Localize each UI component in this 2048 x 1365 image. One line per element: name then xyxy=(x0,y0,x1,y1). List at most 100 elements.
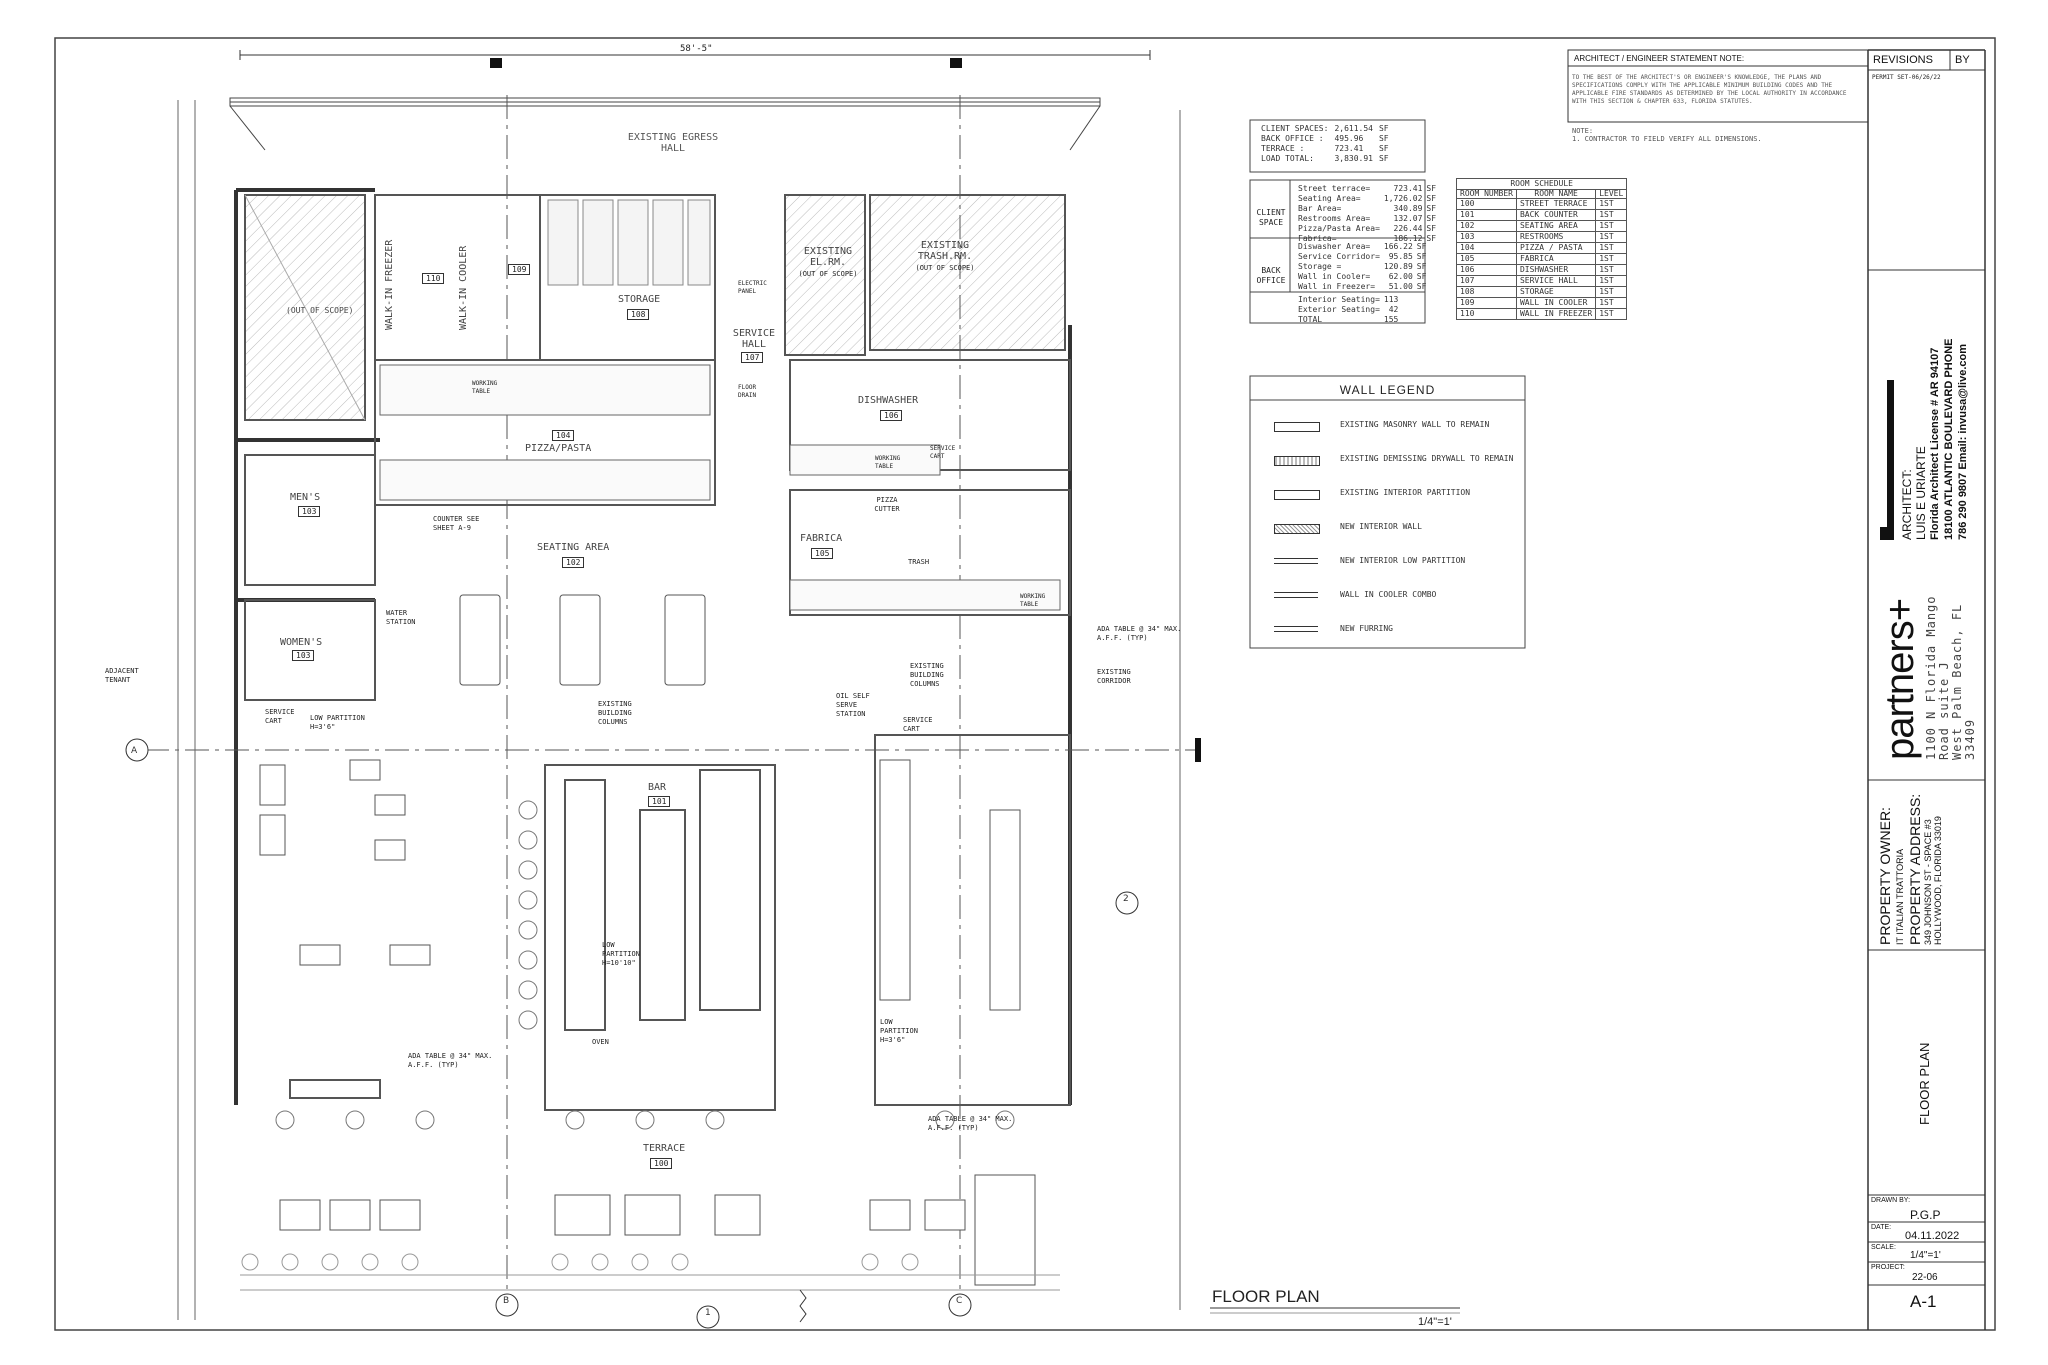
room-tag-109: 109 xyxy=(508,264,531,275)
area-label: Street terrace= xyxy=(1298,184,1371,193)
room-tag-103-womens: 103 xyxy=(292,650,315,661)
area-unit: SF xyxy=(1416,242,1427,251)
architect-heading: ARCHITECT: xyxy=(1900,469,1914,540)
drawn-by: P.G.P xyxy=(1910,1208,1941,1222)
room-label-cooler: WALK-IN COOLER xyxy=(458,246,469,330)
area-label: Diswasher Area= xyxy=(1298,242,1371,251)
schedule-header: ROOM NUMBER xyxy=(1456,189,1517,199)
architect-contact: 786 290 9807 Email: invusa@live.com xyxy=(1957,343,1969,540)
drawn-by-label: DRAWN BY: xyxy=(1871,1197,1911,1204)
area-value: 62.00 xyxy=(1388,272,1413,281)
room-label-bar: BAR xyxy=(648,782,667,793)
area-unit: SF xyxy=(1416,252,1427,261)
working-table-label-1: WORKING TABLE xyxy=(472,380,498,395)
adjacent-tenant-label: ADJACENT TENANT xyxy=(105,667,139,684)
statement-note-title: NOTE: xyxy=(1572,127,1594,135)
schedule-cell: 1ST xyxy=(1595,275,1628,287)
seating-tables xyxy=(259,594,1021,1011)
project-value: 22-06 xyxy=(1912,1272,1938,1283)
svg-text:1: 1 xyxy=(705,1308,711,1318)
legend-row: NEW INTERIOR LOW PARTITION xyxy=(1262,554,1532,574)
ada-note-2: ADA TABLE @ 34" MAX. A.F.F. (TYP) xyxy=(408,1052,493,1069)
service-cart-label-2: SERVICE CART xyxy=(265,708,295,725)
schedule-cell: 109 xyxy=(1456,297,1517,309)
by-label: BY xyxy=(1955,54,1970,66)
architect-address: 18100 ATLANTIC BOULEVARD PHONE xyxy=(1943,338,1955,541)
summary-label: CLIENT SPACES: xyxy=(1261,124,1329,133)
area-row: Exterior Seating=42 xyxy=(1296,305,1400,315)
top-dimension-line xyxy=(239,50,1151,60)
schedule-cell: 1ST xyxy=(1595,308,1628,320)
room-label-service-hall: SERVICE HALL xyxy=(732,328,776,350)
room-tag-105: 105 xyxy=(811,548,834,559)
low-partition-label-3: LOW PARTITION H=3'6" xyxy=(880,1018,918,1044)
overall-dimension: 58'-5" xyxy=(680,44,713,54)
owner-name: IT ITALIAN TRATTORIA xyxy=(1895,848,1905,945)
room-tag-101: 101 xyxy=(648,796,671,807)
svg-text:A: A xyxy=(131,746,138,756)
client-space-label: CLIENT SPACE xyxy=(1256,208,1286,227)
legend-row: WALL IN COOLER COMBO xyxy=(1262,588,1532,608)
area-unit: SF xyxy=(1416,272,1427,281)
legend-swatch xyxy=(1274,626,1318,632)
room-tag-104: 104 xyxy=(552,430,575,441)
room-tag-106: 106 xyxy=(880,410,903,421)
svg-text:B: B xyxy=(503,1296,509,1306)
schedule-cell: 102 xyxy=(1456,220,1517,232)
legend-row: NEW FURRING xyxy=(1262,622,1532,642)
revisions-label: REVISIONS xyxy=(1873,54,1933,66)
area-unit: SF xyxy=(1426,214,1437,223)
area-label: TOTAL xyxy=(1298,315,1323,324)
corridor-label: EXISTING CORRIDOR xyxy=(1097,668,1131,685)
date-value: 04.11.2022 xyxy=(1905,1230,1960,1242)
low-partition-label-1: LOW PARTITION H=3'6" xyxy=(310,714,365,731)
service-cart-label-1: SERVICE CART xyxy=(930,445,956,460)
summary-label: TERRACE : xyxy=(1261,144,1305,153)
area-value: 186.12 xyxy=(1393,234,1423,243)
schedule-cell: 101 xyxy=(1456,209,1517,221)
legend-label: NEW FURRING xyxy=(1340,624,1393,633)
summary-value: 723.41 xyxy=(1334,144,1364,153)
area-label: Wall in Freezer= xyxy=(1298,282,1376,291)
room-label-storage: STORAGE xyxy=(618,294,661,305)
room-label-el-rm: EXISTING EL.RM. xyxy=(803,246,853,268)
legend-row: EXISTING MASONRY WALL TO REMAIN xyxy=(1262,418,1532,438)
oil-station-label: OIL SELF SERVE STATION xyxy=(836,692,870,718)
schedule-cell: 106 xyxy=(1456,264,1517,276)
trash-rm-note: (OUT OF SCOPE) xyxy=(915,264,975,272)
freezer-name: WALK-IN FREEZER xyxy=(384,239,395,330)
legend-swatch xyxy=(1274,524,1320,534)
floor-drain-label: FLOOR DRAIN xyxy=(738,384,757,399)
scale-value: 1/4"=1' xyxy=(1910,1250,1941,1261)
area-label: Storage = xyxy=(1298,262,1342,271)
schedule-cell: 1ST xyxy=(1595,264,1628,276)
room-label-egress: EXISTING EGRESS HALL xyxy=(627,132,719,154)
area-unit: SF xyxy=(1426,234,1437,243)
summary-unit: SF xyxy=(1378,124,1389,133)
area-label: Exterior Seating= xyxy=(1298,305,1380,314)
working-table-label-3: WORKING TABLE xyxy=(1020,593,1046,608)
architect-name: LUIS E URIARTE xyxy=(1914,446,1928,540)
electric-panel-label: ELECTRIC PANEL xyxy=(738,280,767,295)
owner-block: PROPERTY OWNER: IT ITALIAN TRATTORIA PRO… xyxy=(1877,794,1943,945)
room-label-out-of-scope: (OUT OF SCOPE) xyxy=(286,306,354,315)
area-value: 113 xyxy=(1383,295,1399,304)
statement-body: TO THE BEST OF THE ARCHITECT'S OR ENGINE… xyxy=(1572,74,1847,105)
firm-logo: partners+ xyxy=(1878,598,1922,760)
summary-value: 3,830.91 xyxy=(1334,154,1373,163)
